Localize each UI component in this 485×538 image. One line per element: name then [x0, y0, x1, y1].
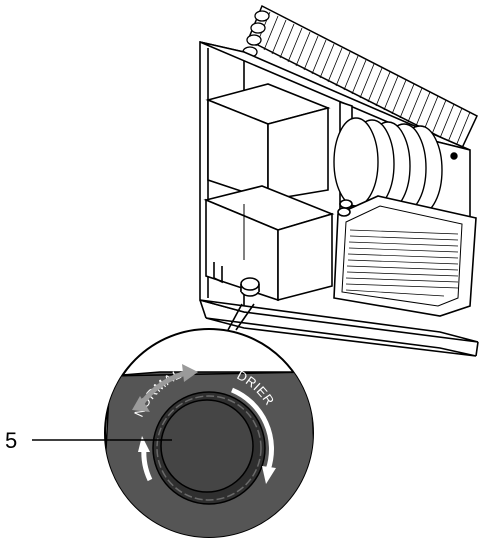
front-grille	[333, 195, 477, 317]
zoom-pointer	[227, 303, 255, 331]
control-box	[203, 83, 335, 302]
callout-number: 5	[5, 428, 17, 453]
double-arrow-icon	[132, 364, 198, 412]
knob-grip	[156, 395, 262, 501]
callout-5: 5	[5, 428, 172, 453]
zoomed-dial-view: NORMAL DRIER	[104, 328, 314, 538]
arrow-clockwise-icon	[231, 387, 276, 484]
blower-wheel	[333, 117, 458, 215]
humidity-knob[interactable]	[160, 399, 254, 493]
